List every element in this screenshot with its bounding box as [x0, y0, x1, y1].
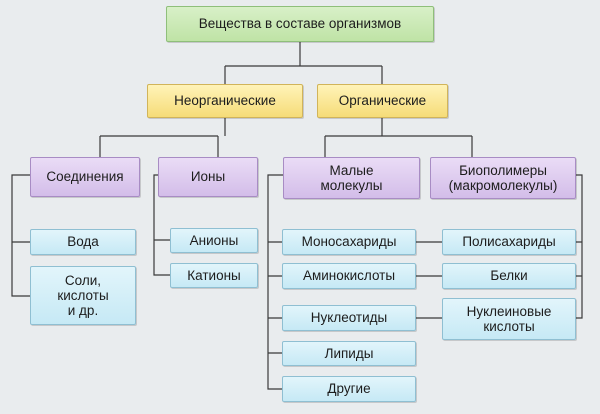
- item-salts-acids: Соли, кислоты и др.: [30, 266, 136, 325]
- item-cations-label: Катионы: [187, 267, 241, 283]
- group-small-molecules-label: Малые молекулы: [320, 162, 383, 193]
- item-lipids: Липиды: [282, 341, 416, 366]
- group-compounds-label: Соединения: [46, 169, 124, 185]
- item-anions-label: Анионы: [189, 232, 239, 248]
- category-inorganic: Неорганические: [147, 84, 303, 118]
- item-nucleic-acids-label: Нуклеиновые кислоты: [466, 303, 552, 334]
- category-organic: Органические: [317, 84, 448, 118]
- item-nucleotides-label: Нуклеотиды: [310, 310, 388, 326]
- group-ions-label: Ионы: [190, 169, 226, 185]
- category-organic-label: Органические: [338, 93, 427, 109]
- group-biopolymers: Биополимеры (макромолекулы): [430, 157, 576, 199]
- group-small-molecules: Малые молекулы: [283, 157, 420, 199]
- item-water-label: Вода: [67, 234, 99, 250]
- item-others: Другие: [282, 376, 416, 402]
- group-ions: Ионы: [158, 157, 258, 197]
- item-monosaccharides-label: Моносахариды: [301, 234, 397, 250]
- item-proteins: Белки: [442, 263, 576, 289]
- item-amino-acids-label: Аминокислоты: [302, 268, 396, 284]
- item-water: Вода: [30, 229, 136, 255]
- group-biopolymers-label: Биополимеры (макромолекулы): [448, 162, 558, 193]
- category-inorganic-label: Неорганические: [174, 93, 276, 109]
- title-text: Вещества в составе организмов: [198, 16, 402, 32]
- item-nucleotides: Нуклеотиды: [282, 305, 416, 331]
- group-compounds: Соединения: [30, 157, 140, 197]
- item-monosaccharides: Моносахариды: [282, 229, 416, 255]
- item-polysaccharides-label: Полисахариды: [462, 234, 556, 250]
- item-anions: Анионы: [170, 228, 258, 253]
- item-amino-acids: Аминокислоты: [282, 263, 416, 289]
- item-others-label: Другие: [327, 381, 371, 397]
- item-salts-acids-label: Соли, кислоты и др.: [57, 272, 109, 319]
- item-proteins-label: Белки: [490, 268, 528, 284]
- item-polysaccharides: Полисахариды: [442, 229, 576, 255]
- item-nucleic-acids: Нуклеиновые кислоты: [442, 298, 576, 340]
- item-cations: Катионы: [170, 263, 258, 288]
- diagram-title: Вещества в составе организмов: [166, 6, 434, 42]
- item-lipids-label: Липиды: [324, 345, 374, 361]
